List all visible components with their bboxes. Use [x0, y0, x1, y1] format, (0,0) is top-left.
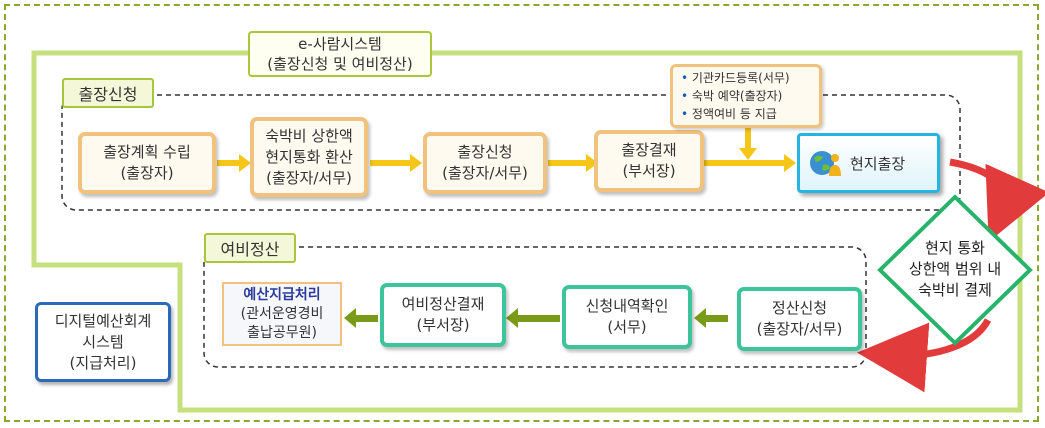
system-subtitle: (출장신청 및 여비정산) [267, 55, 413, 73]
trip-group-outline [61, 94, 961, 211]
step-request-review: 신청내역확인 (서무) [562, 285, 692, 349]
digital-budget-system-box: 디지털예산회계 시스템 (지급처리) [35, 302, 171, 382]
step-role: (출장자/서무) [266, 168, 352, 187]
notes-box: • 기관카드등록(서무) • 숙박 예약(출장자) • 정액여비 등 지급 [670, 64, 822, 128]
step-label: 출장결재 [621, 141, 677, 159]
step-settlement-request: 정산신청 (출장자/서무) [737, 287, 862, 351]
decision-line: 숙박비 결제 [918, 281, 992, 299]
budget-execution-box: 예산지급처리 (관서운영경비 출납공무원) [222, 282, 342, 346]
note-item: • 숙박 예약(출장자) [681, 89, 783, 103]
execution-line: 출납공무원) [247, 324, 317, 341]
expense-arrows [344, 308, 728, 328]
decision-text: 현지 통화 상한액 범위 내 숙박비 결제 [893, 238, 1017, 301]
system-title-box: e-사람시스템 (출장신청 및 여비정산) [248, 31, 432, 77]
step-lodging-conversion: 숙박비 상한액 현지통화 환산 (출장자/서무) [250, 117, 368, 197]
step-label: 여비정산결재 [401, 295, 485, 313]
step-trip-plan: 출장계획 수립 (출장자) [78, 132, 216, 194]
section-label-expense-text: 여비정산 [220, 240, 280, 259]
section-label-trip: 출장신청 [62, 78, 154, 108]
step-role: (출장자/서무) [756, 320, 843, 338]
execution-line: (관서운영경비 [240, 305, 324, 322]
step-label: 출장신청 [457, 143, 513, 161]
step-trip-application: 출장신청 (출장자/서무) [423, 132, 547, 194]
execution-title: 예산지급처리 [243, 286, 321, 303]
expense-group-outline [203, 246, 867, 368]
external-system-name: 디지털예산회계 [54, 311, 152, 330]
step-label: 정산신청 [771, 299, 828, 317]
curve-arrow-bottom [857, 318, 992, 393]
note-item: • 정액여비 등 지급 [681, 107, 777, 121]
step-trip-approval: 출장결재 (부서장) [594, 130, 704, 192]
step-role: (부서장) [416, 316, 470, 334]
on-site-trip-label: 현지출장 [850, 154, 906, 173]
step-label: 출장계획 수립 [103, 143, 191, 161]
system-frame [31, 50, 1023, 413]
step-role: (서무) [607, 318, 647, 336]
step-label: 신청내역확인 [585, 297, 669, 315]
external-system-role: (지급처리) [69, 353, 137, 372]
step-settlement-approval: 여비정산결재 (부서장) [380, 283, 506, 347]
section-label-trip-text: 출장신청 [78, 85, 138, 104]
section-label-expense: 여비정산 [204, 233, 296, 263]
step-label-2: 현지통화 환산 [265, 147, 353, 166]
globe-person-icon [810, 151, 841, 176]
trip-arrows [217, 126, 796, 172]
system-title: e-사람시스템 [298, 35, 382, 53]
step-label: 숙박비 상한액 [265, 126, 353, 145]
note-item: • 기관카드등록(서무) [681, 71, 790, 85]
step-role: (출장자) [120, 164, 174, 182]
curve-arrow-top [949, 158, 1045, 242]
decision-line: 현지 통화 [925, 239, 985, 257]
step-on-site-trip: 현지출장 [797, 133, 940, 193]
decision-diamond [877, 194, 1033, 346]
decision-line: 상한액 범위 내 [908, 260, 1002, 278]
external-system-name-2: 시스템 [82, 332, 124, 351]
step-role: (출장자/서무) [442, 164, 528, 182]
step-role: (부서장) [622, 162, 676, 180]
